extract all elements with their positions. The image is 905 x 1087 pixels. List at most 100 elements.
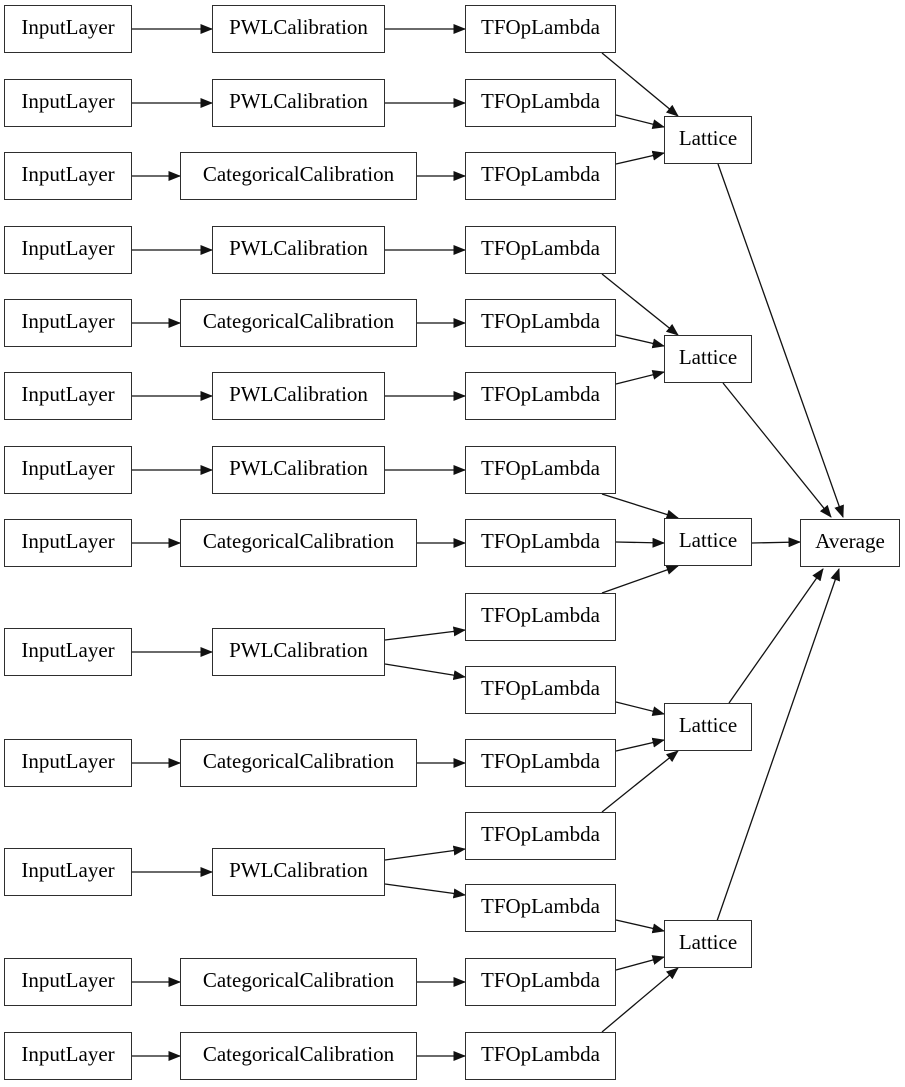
- pwlcalibration-node: PWLCalibration: [212, 5, 385, 53]
- categoricalcalibration-label: CategoricalCalibration: [202, 749, 395, 773]
- edge-t2-l1: [615, 114, 665, 130]
- tfoplambda-label: TFOpLambda: [481, 456, 600, 480]
- tfoplambda-label: TFOpLambda: [481, 676, 600, 700]
- inputlayer-label: InputLayer: [21, 309, 115, 333]
- inputlayer-label: InputLayer: [21, 968, 115, 992]
- edge-t1-l1: [601, 52, 679, 117]
- edge-t13-l5: [615, 919, 665, 934]
- categoricalcalibration-label: CategoricalCalibration: [202, 309, 395, 333]
- edge-t5-l2: [615, 334, 665, 349]
- inputlayer-label: InputLayer: [21, 382, 115, 406]
- inputlayer-node: InputLayer: [4, 519, 132, 567]
- lattice-node: Lattice: [664, 518, 752, 566]
- pwlcalibration-node: PWLCalibration: [212, 226, 385, 274]
- inputlayer-node: InputLayer: [4, 848, 132, 896]
- tfoplambda-node: TFOpLambda: [465, 299, 616, 347]
- tfoplambda-label: TFOpLambda: [481, 15, 600, 39]
- edge-l1-avg: [717, 163, 844, 518]
- average-label: Average: [815, 529, 885, 553]
- edge-t11-l4: [615, 737, 665, 752]
- inputlayer-label: InputLayer: [21, 749, 115, 773]
- inputlayer-label: InputLayer: [21, 638, 115, 662]
- lattice-label: Lattice: [678, 713, 738, 737]
- edge-l3-avg: [751, 537, 801, 548]
- categoricalcalibration-node: CategoricalCalibration: [180, 1032, 417, 1080]
- tfoplambda-label: TFOpLambda: [481, 162, 600, 186]
- inputlayer-node: InputLayer: [4, 1032, 132, 1080]
- categoricalcalibration-label: CategoricalCalibration: [202, 968, 395, 992]
- inputlayer-node: InputLayer: [4, 739, 132, 787]
- edge-c9-t9: [384, 626, 466, 641]
- edge-t4-l2: [601, 273, 679, 336]
- pwlcalibration-label: PWLCalibration: [229, 456, 368, 480]
- lattice-node: Lattice: [664, 703, 752, 751]
- inputlayer-node: InputLayer: [4, 226, 132, 274]
- tfoplambda-node: TFOpLambda: [465, 1032, 616, 1080]
- tfoplambda-label: TFOpLambda: [481, 968, 600, 992]
- edge-t6-l2: [615, 369, 665, 385]
- pwlcalibration-label: PWLCalibration: [229, 89, 368, 113]
- tfoplambda-node: TFOpLambda: [465, 446, 616, 494]
- pwlcalibration-label: PWLCalibration: [229, 15, 368, 39]
- edge-l2-avg: [722, 382, 832, 518]
- tfoplambda-label: TFOpLambda: [481, 236, 600, 260]
- inputlayer-node: InputLayer: [4, 446, 132, 494]
- tfoplambda-label: TFOpLambda: [481, 749, 600, 773]
- edge-c9-t10: [384, 663, 466, 681]
- tfoplambda-node: TFOpLambda: [465, 593, 616, 641]
- categoricalcalibration-label: CategoricalCalibration: [202, 162, 395, 186]
- categoricalcalibration-node: CategoricalCalibration: [180, 739, 417, 787]
- inputlayer-label: InputLayer: [21, 1042, 115, 1066]
- edge-c11-t13: [384, 883, 466, 899]
- pwlcalibration-label: PWLCalibration: [229, 858, 368, 882]
- pwlcalibration-node: PWLCalibration: [212, 848, 385, 896]
- tfoplambda-node: TFOpLambda: [465, 372, 616, 420]
- pwlcalibration-node: PWLCalibration: [212, 446, 385, 494]
- tfoplambda-node: TFOpLambda: [465, 739, 616, 787]
- tfoplambda-label: TFOpLambda: [481, 382, 600, 406]
- pwlcalibration-node: PWLCalibration: [212, 372, 385, 420]
- edge-c11-t12: [384, 845, 466, 861]
- tfoplambda-node: TFOpLambda: [465, 958, 616, 1006]
- categoricalcalibration-node: CategoricalCalibration: [180, 152, 417, 200]
- inputlayer-label: InputLayer: [21, 529, 115, 553]
- tfoplambda-label: TFOpLambda: [481, 309, 600, 333]
- inputlayer-node: InputLayer: [4, 152, 132, 200]
- inputlayer-node: InputLayer: [4, 299, 132, 347]
- tfoplambda-node: TFOpLambda: [465, 884, 616, 932]
- inputlayer-label: InputLayer: [21, 858, 115, 882]
- inputlayer-node: InputLayer: [4, 372, 132, 420]
- inputlayer-node: InputLayer: [4, 79, 132, 127]
- categoricalcalibration-label: CategoricalCalibration: [202, 1042, 395, 1066]
- inputlayer-label: InputLayer: [21, 15, 115, 39]
- categoricalcalibration-node: CategoricalCalibration: [180, 958, 417, 1006]
- tfoplambda-node: TFOpLambda: [465, 666, 616, 714]
- inputlayer-node: InputLayer: [4, 958, 132, 1006]
- lattice-label: Lattice: [678, 345, 738, 369]
- lattice-node: Lattice: [664, 335, 752, 383]
- edge-t9-l3: [601, 565, 679, 594]
- inputlayer-node: InputLayer: [4, 628, 132, 676]
- lattice-node: Lattice: [664, 116, 752, 164]
- inputlayer-label: InputLayer: [21, 162, 115, 186]
- lattice-label: Lattice: [678, 528, 738, 552]
- edge-t8-l3: [615, 537, 665, 548]
- tfoplambda-node: TFOpLambda: [465, 152, 616, 200]
- lattice-label: Lattice: [678, 930, 738, 954]
- lattice-node: Lattice: [664, 920, 752, 968]
- tfoplambda-label: TFOpLambda: [481, 894, 600, 918]
- average-node: Average: [800, 519, 900, 567]
- tfoplambda-node: TFOpLambda: [465, 79, 616, 127]
- tfoplambda-label: TFOpLambda: [481, 603, 600, 627]
- lattice-label: Lattice: [678, 126, 738, 150]
- tfoplambda-label: TFOpLambda: [481, 1042, 600, 1066]
- categoricalcalibration-node: CategoricalCalibration: [180, 299, 417, 347]
- edge-t3-l1: [615, 150, 665, 165]
- tfoplambda-label: TFOpLambda: [481, 89, 600, 113]
- inputlayer-label: InputLayer: [21, 456, 115, 480]
- inputlayer-node: InputLayer: [4, 5, 132, 53]
- pwlcalibration-node: PWLCalibration: [212, 628, 385, 676]
- tfoplambda-node: TFOpLambda: [465, 519, 616, 567]
